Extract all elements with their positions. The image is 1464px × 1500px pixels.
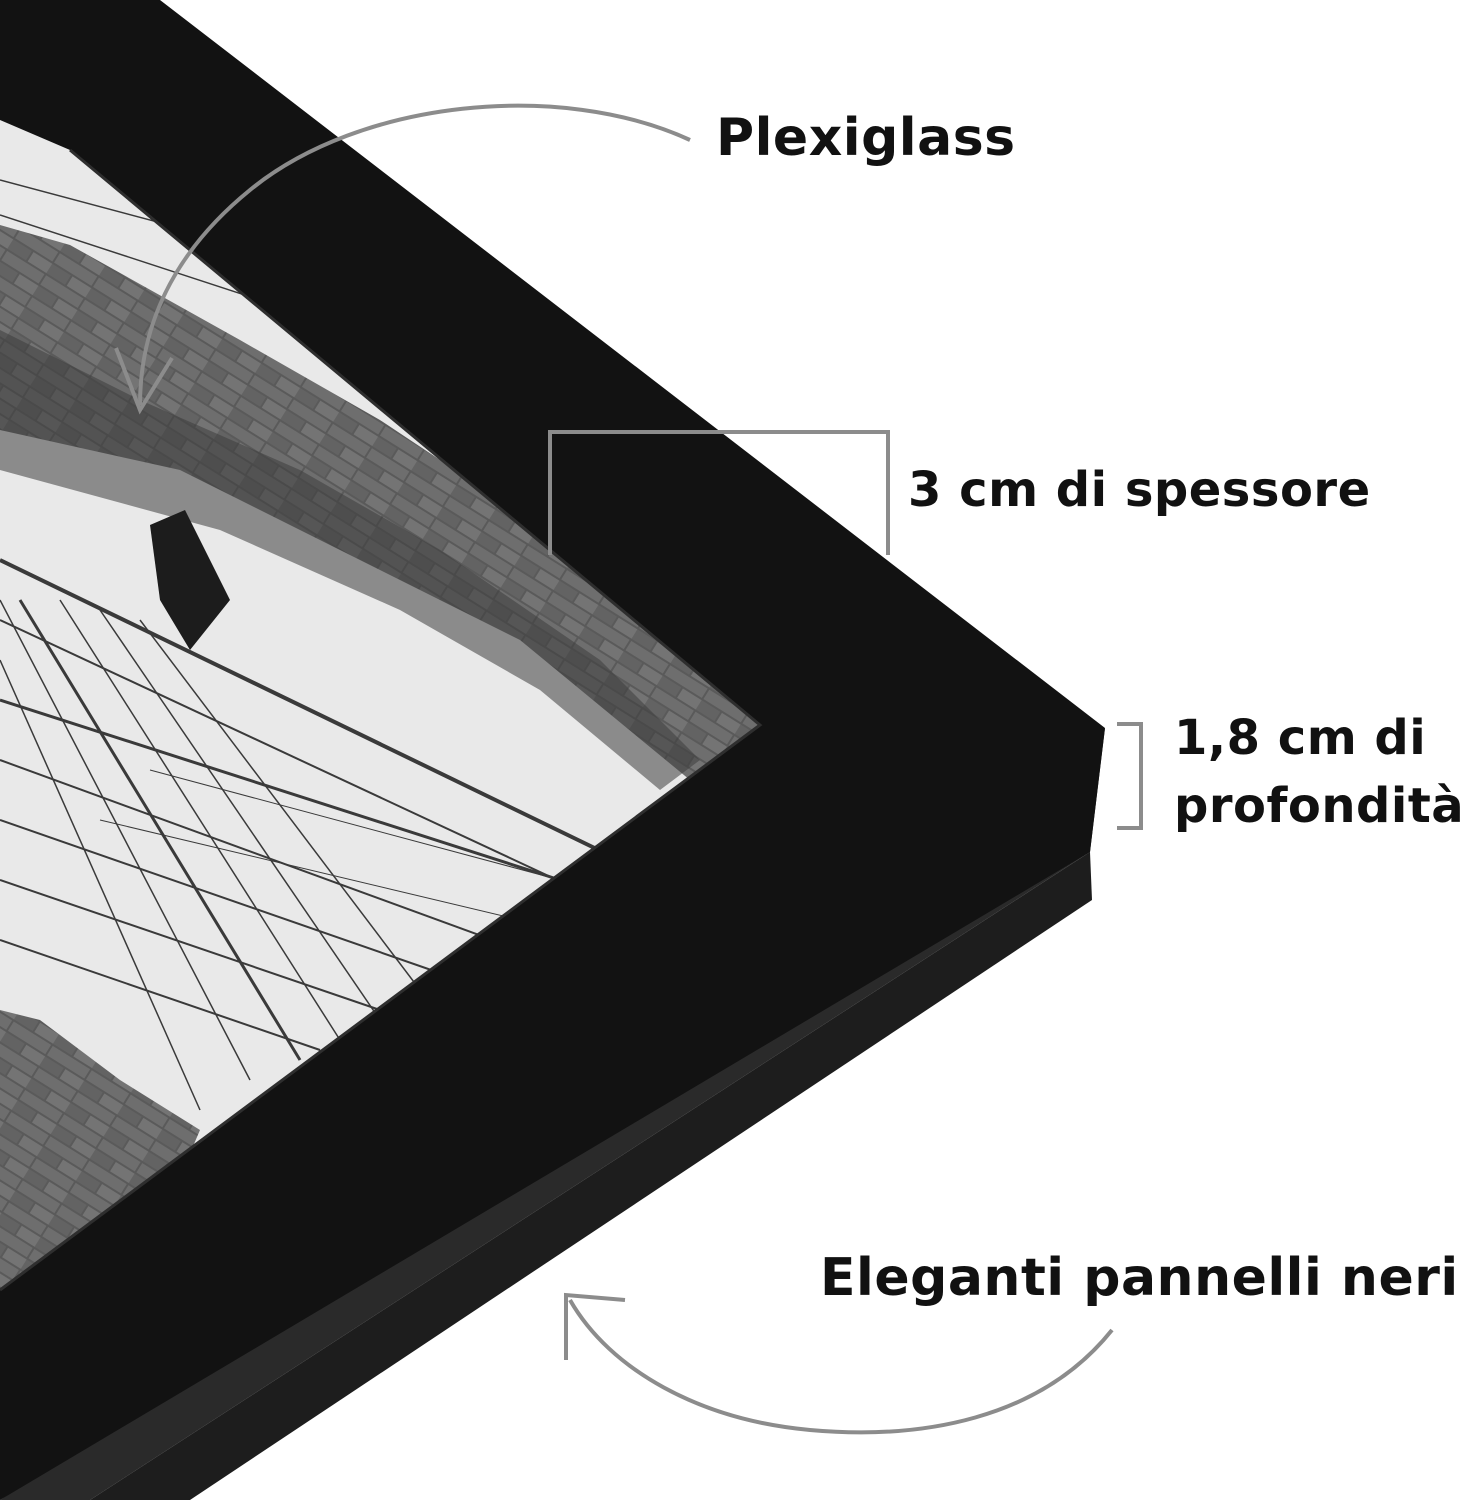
plexiglass-label: Plexiglass xyxy=(716,108,1016,168)
bridge-cables xyxy=(0,179,641,1111)
bracket-icon xyxy=(1117,722,1143,830)
curved-arrow-icon xyxy=(568,1299,1114,1435)
frame-inner-bevel xyxy=(0,148,763,1292)
frame-side-panel-lower xyxy=(90,852,1092,1500)
depth-label-line1: 1,8 cm di xyxy=(1174,710,1427,766)
depth-label-line2: profondità xyxy=(1174,778,1464,834)
curved-arrow-icon xyxy=(138,103,691,406)
frame-face xyxy=(0,0,1105,1500)
bracket-icon xyxy=(548,430,890,555)
depth-label: 1,8 cm di profondità xyxy=(1174,704,1464,840)
panels-label: Eleganti pannelli neri xyxy=(820,1248,1459,1308)
panels-arrow xyxy=(564,1292,1114,1435)
plexiglass-arrow xyxy=(114,103,691,415)
thickness-label: 3 cm di spessore xyxy=(908,462,1371,518)
